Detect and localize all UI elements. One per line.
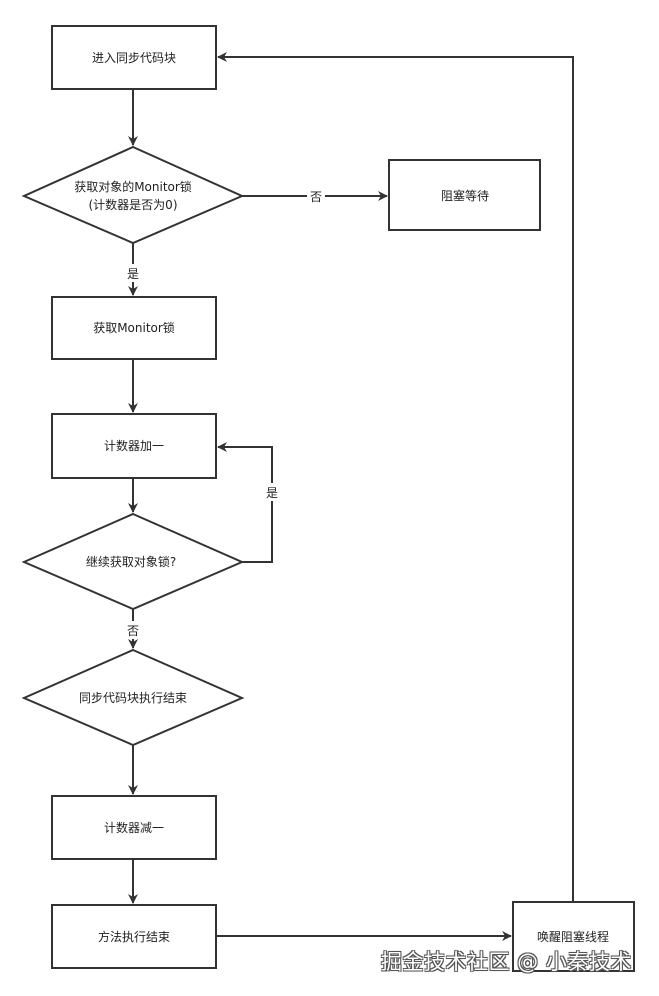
node-counter-increment xyxy=(51,413,217,479)
node-acquire-check xyxy=(21,145,245,245)
label-enter-sync-block: 进入同步代码块 xyxy=(92,51,176,65)
edge-label-yes-to-acquire: 是 xyxy=(127,267,139,281)
label-counter-decrement: 计数器减一 xyxy=(104,820,164,835)
node-enter-sync-block xyxy=(51,25,217,90)
node-wake-blocked xyxy=(512,901,635,972)
edge-wake-to-enter xyxy=(217,52,574,902)
edge-label-no-continue: 否 xyxy=(127,624,139,638)
edge-label-no-to-wait: 否 xyxy=(310,190,322,204)
label-counter-increment: 计数器加一 xyxy=(104,438,164,453)
edge-label-yes-loop: 是 xyxy=(266,486,278,500)
edge-continue-loop-yes xyxy=(217,442,273,563)
label-sync-block-end: 同步代码块执行结束 xyxy=(79,691,187,705)
node-method-end xyxy=(51,904,217,969)
node-block-wait xyxy=(388,159,541,231)
label-block-wait: 阻塞等待 xyxy=(441,188,489,203)
node-sync-block-end xyxy=(21,648,245,747)
node-acquire-monitor xyxy=(51,296,217,360)
node-counter-decrement xyxy=(51,795,217,860)
label-acquire-check-line2: (计数器是否为0) xyxy=(89,197,178,212)
label-acquire-monitor: 获取Monitor锁 xyxy=(93,320,175,335)
label-wake-blocked: 唤醒阻塞线程 xyxy=(537,929,609,944)
node-continue-acquire xyxy=(21,512,245,611)
label-method-end: 方法执行结束 xyxy=(98,929,170,944)
label-continue-acquire: 继续获取对象锁? xyxy=(86,554,176,569)
watermark: 掘金技术社区 @ 小秦技术 xyxy=(381,950,632,974)
label-acquire-check-line1: 获取对象的Monitor锁 xyxy=(74,179,192,194)
